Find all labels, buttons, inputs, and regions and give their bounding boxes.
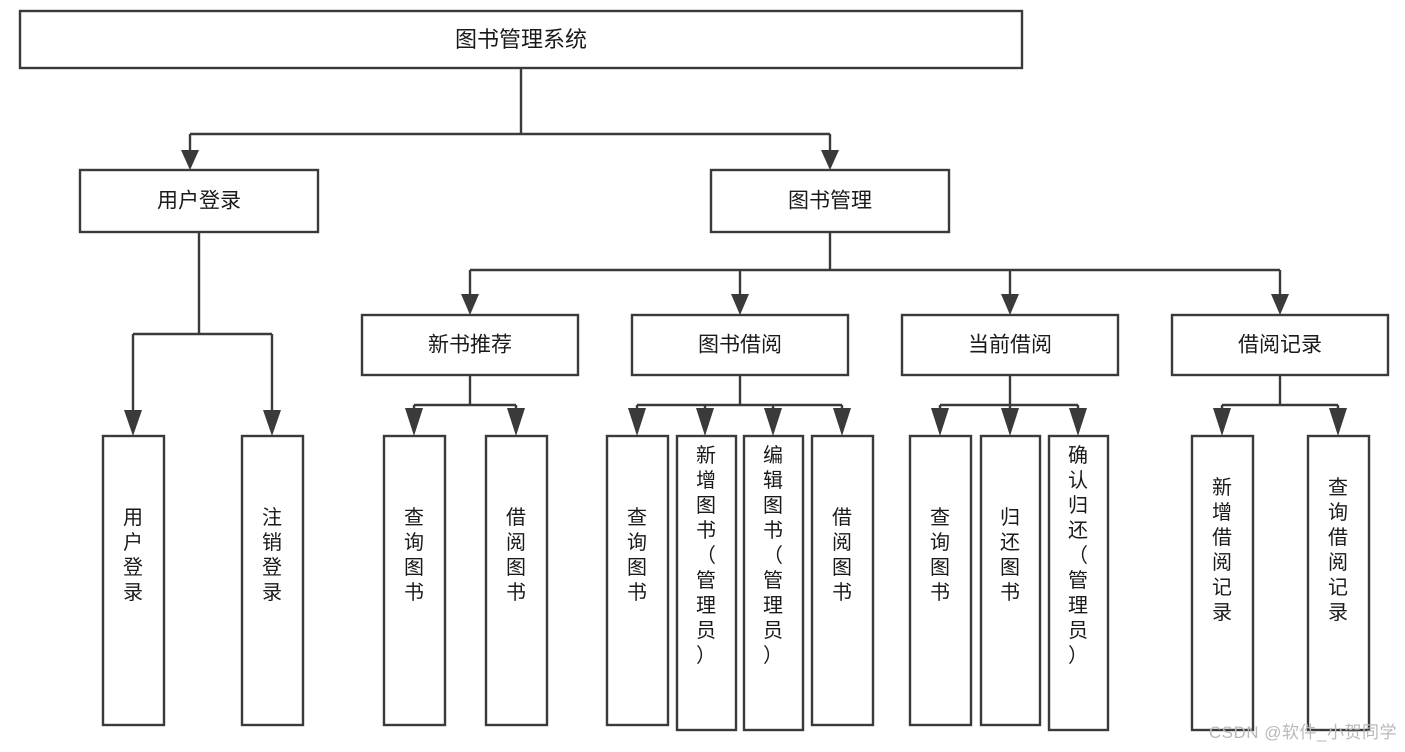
leaf-query-book-3-box[interactable] bbox=[908, 434, 973, 727]
node-root-label: 图书管理系统 bbox=[455, 27, 587, 52]
leaf-add-book-label: 新增图书（管理员） bbox=[696, 444, 716, 667]
node-book-manage-label: 图书管理 bbox=[788, 190, 872, 213]
leaf-query-book-1-label: 查询图书 bbox=[404, 506, 424, 604]
arrow-root-to-book-manage bbox=[821, 150, 839, 170]
arrow-bb-l1 bbox=[628, 408, 646, 436]
arrow-cb-l3 bbox=[1069, 408, 1087, 436]
node-new-book-recommend-box[interactable] bbox=[360, 313, 580, 377]
arrow-br-l1 bbox=[1213, 408, 1231, 436]
leaf-add-book-box[interactable] bbox=[675, 434, 738, 732]
arrow-bm-c4 bbox=[1271, 294, 1289, 315]
arrow-nbr-l1 bbox=[405, 408, 423, 436]
node-user-login-label: 用户登录 bbox=[157, 190, 241, 213]
leaf-query-book-2[interactable]: 查询图书 bbox=[605, 434, 670, 727]
leaf-user-login-label: 用户登录 bbox=[123, 507, 143, 604]
leaf-user-logout-label: 注销登录 bbox=[262, 506, 282, 604]
leaf-query-book-3-label: 查询图书 bbox=[930, 506, 950, 604]
leaf-return-book-label: 归还图书 bbox=[1000, 506, 1020, 604]
leaf-add-book[interactable]: 新增图书（管理员） bbox=[675, 434, 738, 732]
node-book-borrow-box[interactable] bbox=[630, 313, 850, 377]
leaf-edit-book-label: 编辑图书（管理员） bbox=[763, 444, 783, 667]
leaf-user-login-box[interactable] bbox=[101, 434, 166, 727]
leaf-query-record-box[interactable] bbox=[1306, 434, 1371, 732]
leaf-borrow-book-2-label: 借阅图书 bbox=[832, 506, 852, 604]
node-book-borrow[interactable]: 图书借阅 bbox=[630, 313, 850, 377]
leaf-user-login[interactable]: 用户登录 bbox=[101, 434, 166, 727]
node-book-manage[interactable]: 图书管理 bbox=[709, 168, 951, 234]
leaf-query-record[interactable]: 查询借阅记录 bbox=[1306, 434, 1371, 732]
node-borrow-record-box[interactable] bbox=[1170, 313, 1390, 377]
leaf-borrow-book-1-box[interactable] bbox=[484, 434, 549, 727]
leaf-user-logout[interactable]: 注销登录 bbox=[240, 434, 305, 727]
leaf-borrow-book-1-label: 借阅图书 bbox=[506, 506, 526, 604]
leaf-query-book-1[interactable]: 查询图书 bbox=[382, 434, 447, 727]
leaf-query-record-label: 查询借阅记录 bbox=[1328, 476, 1348, 624]
node-new-book-recommend-label: 新书推荐 bbox=[428, 334, 512, 357]
leaf-query-book-3[interactable]: 查询图书 bbox=[908, 434, 973, 727]
arrow-root-to-user-login bbox=[181, 150, 199, 170]
node-new-book-recommend[interactable]: 新书推荐 bbox=[360, 313, 580, 377]
arrow-cb-l1 bbox=[931, 408, 949, 436]
arrow-bm-c1 bbox=[461, 294, 479, 315]
watermark-text: CSDN @软件_小贺同学 bbox=[1208, 723, 1397, 742]
arrow-br-l2 bbox=[1329, 408, 1347, 436]
node-root[interactable]: 图书管理系统 bbox=[18, 9, 1024, 70]
arrow-bm-c3 bbox=[1001, 294, 1019, 315]
edge-group bbox=[124, 68, 1347, 436]
arrow-cb-l2 bbox=[1001, 408, 1019, 436]
node-user-login-box[interactable] bbox=[78, 168, 320, 234]
leaf-return-book-box[interactable] bbox=[979, 434, 1042, 727]
node-borrow-record[interactable]: 借阅记录 bbox=[1170, 313, 1390, 377]
arrow-ul-l1 bbox=[124, 410, 142, 436]
leaf-confirm-return[interactable]: 确认归还（管理员） bbox=[1047, 434, 1110, 732]
leaf-add-record-box[interactable] bbox=[1190, 434, 1255, 732]
node-book-borrow-label: 图书借阅 bbox=[698, 334, 782, 357]
node-book-manage-box[interactable] bbox=[709, 168, 951, 234]
arrow-bm-c2 bbox=[731, 294, 749, 315]
leaf-borrow-book-2-box[interactable] bbox=[810, 434, 875, 727]
arrow-bb-l4 bbox=[833, 408, 851, 436]
leaf-add-record[interactable]: 新增借阅记录 bbox=[1190, 434, 1255, 732]
leaf-query-book-2-box[interactable] bbox=[605, 434, 670, 727]
node-current-borrow-box[interactable] bbox=[900, 313, 1120, 377]
leaf-edit-book[interactable]: 编辑图书（管理员） bbox=[742, 434, 805, 732]
node-current-borrow-label: 当前借阅 bbox=[968, 334, 1052, 357]
leaf-query-book-1-box[interactable] bbox=[382, 434, 447, 727]
leaf-query-book-2-label: 查询图书 bbox=[627, 506, 647, 604]
node-borrow-record-label: 借阅记录 bbox=[1238, 334, 1322, 357]
node-root-box[interactable] bbox=[18, 9, 1024, 70]
arrow-ul-l2 bbox=[263, 410, 281, 436]
node-user-login[interactable]: 用户登录 bbox=[78, 168, 320, 234]
leaf-confirm-return-label: 确认归还（管理员） bbox=[1068, 444, 1088, 667]
arrow-bb-l3 bbox=[764, 408, 782, 436]
arrow-bb-l2 bbox=[696, 408, 714, 436]
leaf-confirm-return-box[interactable] bbox=[1047, 434, 1110, 732]
leaf-return-book[interactable]: 归还图书 bbox=[979, 434, 1042, 727]
arrow-nbr-l2 bbox=[507, 408, 525, 436]
node-current-borrow[interactable]: 当前借阅 bbox=[900, 313, 1120, 377]
leaf-borrow-book-1[interactable]: 借阅图书 bbox=[484, 434, 549, 727]
leaf-borrow-book-2[interactable]: 借阅图书 bbox=[810, 434, 875, 727]
leaf-edit-book-box[interactable] bbox=[742, 434, 805, 732]
leaf-user-logout-box[interactable] bbox=[240, 434, 305, 727]
leaf-add-record-label: 新增借阅记录 bbox=[1212, 476, 1232, 624]
